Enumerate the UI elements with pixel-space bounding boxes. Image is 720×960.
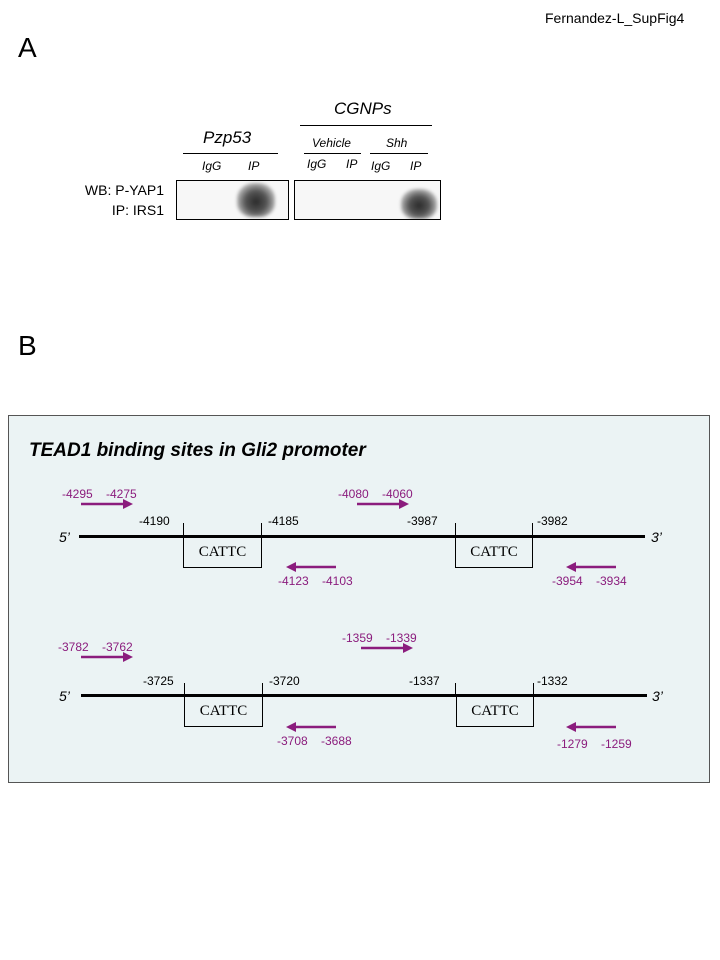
primer-forward-arrow bbox=[357, 499, 409, 509]
figure-id: Fernandez-L_SupFig4 bbox=[545, 10, 685, 26]
primer-label: -4103 bbox=[322, 574, 353, 588]
primer-forward-arrow bbox=[81, 652, 133, 662]
tead-binding-site-box: CATTC bbox=[184, 695, 263, 727]
tead-binding-site-box: CATTC bbox=[455, 536, 533, 568]
position-tick bbox=[455, 683, 456, 695]
position-tick bbox=[262, 683, 263, 695]
primer-label: -3782 bbox=[58, 640, 89, 654]
ip-label: IP: IRS1 bbox=[111, 202, 164, 218]
primer-reverse-arrow bbox=[566, 722, 616, 732]
lane-label-shh-ip: IP bbox=[410, 159, 422, 173]
wb-label: WB: P-YAP1 bbox=[84, 182, 164, 198]
position-label: -3987 bbox=[407, 514, 438, 528]
lane-label-pzp53-ip: IP bbox=[248, 159, 260, 173]
primer-label: -3934 bbox=[596, 574, 627, 588]
position-tick bbox=[184, 683, 185, 695]
tead-binding-site-box: CATTC bbox=[183, 536, 262, 568]
shh-title: Shh bbox=[386, 136, 408, 150]
position-label: -1332 bbox=[537, 674, 568, 688]
position-label: -1337 bbox=[409, 674, 440, 688]
primer-forward-arrow bbox=[81, 499, 133, 509]
position-tick bbox=[261, 523, 262, 536]
primer-reverse-arrow bbox=[286, 722, 336, 732]
primer-label: -4275 bbox=[106, 487, 137, 501]
pzp53-underline bbox=[183, 153, 278, 154]
three-prime-label: 3’ bbox=[651, 529, 662, 545]
promoter-diagram-title: TEAD1 binding sites in Gli2 promoter bbox=[29, 440, 366, 461]
shh-underline bbox=[370, 153, 428, 154]
primer-label: -4060 bbox=[382, 487, 413, 501]
primer-label: -1339 bbox=[386, 631, 417, 645]
blot-strip-cgnps bbox=[294, 180, 441, 220]
blot-band-pzp53-ip bbox=[237, 183, 275, 217]
panel-b-label: B bbox=[18, 330, 37, 361]
promoter-dna-line bbox=[81, 694, 647, 697]
lane-label-vehicle-ip: IP bbox=[346, 157, 358, 171]
primer-reverse-arrow bbox=[286, 562, 336, 572]
primer-forward-arrow bbox=[361, 643, 413, 653]
tead-binding-site-box: CATTC bbox=[456, 695, 534, 727]
lane-label-vehicle-igg: IgG bbox=[307, 157, 327, 171]
primer-label: -3708 bbox=[277, 734, 308, 748]
promoter-dna-line bbox=[79, 535, 645, 538]
lane-label-pzp53-igg: IgG bbox=[202, 159, 222, 173]
blot-strip-pzp53 bbox=[176, 180, 289, 220]
position-tick bbox=[183, 523, 184, 536]
position-label: -4185 bbox=[268, 514, 299, 528]
three-prime-label: 3’ bbox=[652, 688, 663, 704]
primer-label: -1259 bbox=[601, 737, 632, 751]
vehicle-underline bbox=[304, 153, 361, 154]
vehicle-title: Vehicle bbox=[312, 136, 351, 150]
position-tick bbox=[533, 683, 534, 695]
pzp53-title: Pzp53 bbox=[203, 128, 252, 147]
primer-label: -4123 bbox=[278, 574, 309, 588]
position-tick bbox=[455, 523, 456, 536]
position-label: -3720 bbox=[269, 674, 300, 688]
panel-a-label: A bbox=[18, 32, 37, 63]
lane-label-shh-igg: IgG bbox=[371, 159, 391, 173]
primer-label: -1359 bbox=[342, 631, 373, 645]
cgnps-underline bbox=[300, 125, 432, 126]
five-prime-label: 5’ bbox=[59, 688, 70, 704]
promoter-diagram-box: TEAD1 binding sites in Gli2 promoter -42… bbox=[8, 415, 710, 783]
primer-label: -4080 bbox=[338, 487, 369, 501]
position-tick bbox=[532, 523, 533, 536]
position-label: -3725 bbox=[143, 674, 174, 688]
primer-label: -3762 bbox=[102, 640, 133, 654]
primer-label: -3688 bbox=[321, 734, 352, 748]
primer-label: -4295 bbox=[62, 487, 93, 501]
position-label: -3982 bbox=[537, 514, 568, 528]
five-prime-label: 5’ bbox=[59, 529, 70, 545]
primer-label: -1279 bbox=[557, 737, 588, 751]
cgnps-title: CGNPs bbox=[334, 99, 392, 118]
primer-label: -3954 bbox=[552, 574, 583, 588]
blot-band-shh-ip bbox=[401, 189, 437, 219]
position-label: -4190 bbox=[139, 514, 170, 528]
primer-reverse-arrow bbox=[566, 562, 616, 572]
